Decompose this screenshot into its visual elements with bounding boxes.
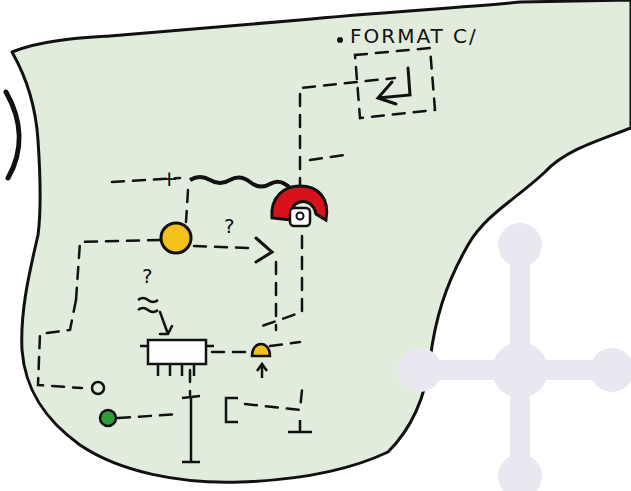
coast-bracket xyxy=(6,92,19,178)
red-helmet xyxy=(272,186,327,226)
down-arrow xyxy=(160,312,172,334)
dashed-path xyxy=(189,370,192,395)
dashed-path xyxy=(38,300,82,388)
dashed-path xyxy=(245,390,302,410)
chip-body xyxy=(148,340,206,364)
yellow-dome xyxy=(252,344,270,356)
helmet-visor xyxy=(290,208,310,226)
dashed-path xyxy=(275,262,278,330)
dashed-path xyxy=(194,246,250,248)
bracket-mark xyxy=(226,398,238,422)
t-mark xyxy=(182,396,200,462)
dashed-paths xyxy=(38,48,435,418)
watermark-petal xyxy=(398,348,442,392)
ring-mark xyxy=(92,382,104,394)
map-land xyxy=(12,0,631,482)
question-mark: ? xyxy=(224,216,235,236)
helmet-eye xyxy=(297,213,304,220)
plus-mark: + xyxy=(160,168,178,190)
watermark-petal xyxy=(498,223,542,267)
bullet-dot xyxy=(337,37,343,43)
up-arrow xyxy=(257,364,267,378)
dashed-path xyxy=(186,190,188,222)
chevron xyxy=(256,238,272,262)
dashed-path xyxy=(118,414,180,418)
watermark-petal xyxy=(590,348,631,392)
question-mark: ? xyxy=(142,266,153,286)
bracket-mark xyxy=(288,420,312,432)
dashed-path xyxy=(270,342,300,346)
arrow-glyph xyxy=(378,68,410,104)
watermark-petal xyxy=(498,454,542,491)
dashed-path xyxy=(355,48,435,118)
chip-symbol xyxy=(140,340,214,376)
chip-pins xyxy=(140,346,214,376)
watermark-center xyxy=(492,342,548,398)
green-marker xyxy=(100,410,116,426)
yellow-marker xyxy=(161,223,191,253)
dashed-path xyxy=(212,351,245,354)
dashed-path xyxy=(76,240,160,300)
dashed-path xyxy=(310,155,345,160)
watermark-flower xyxy=(398,223,631,491)
map-note: FORMAT C/ xyxy=(350,26,478,46)
squiggle xyxy=(138,298,158,312)
